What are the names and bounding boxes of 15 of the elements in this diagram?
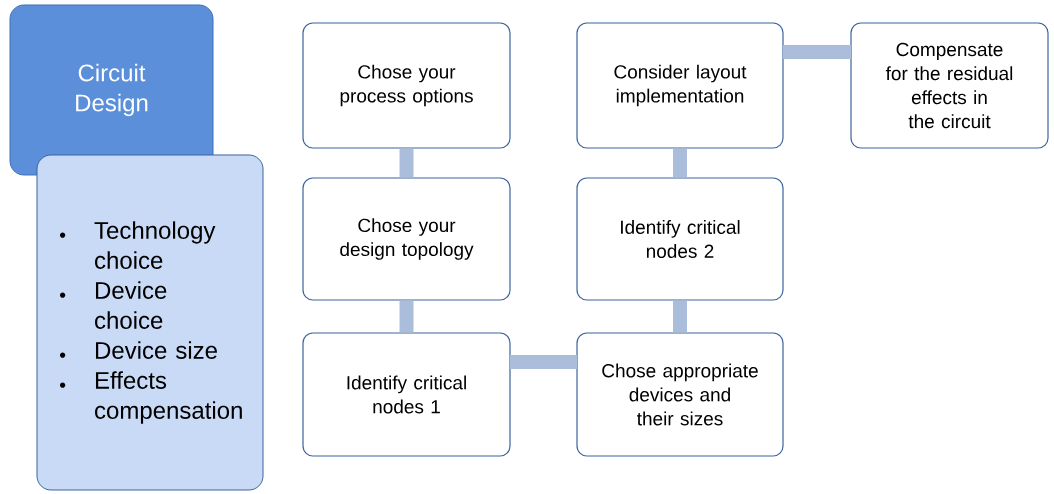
- connector-bar: [783, 45, 851, 59]
- connector-bar: [673, 300, 687, 333]
- process-box: Chose appropriate devices and their sizes: [576, 332, 784, 457]
- process-box: Identify critical nodes 1: [302, 332, 511, 457]
- process-box: Chose your design topology: [302, 177, 511, 301]
- connector-bar: [399, 148, 414, 178]
- bullet-list-box: Technology choice Device choice Device size Effects compensation: [36, 154, 264, 491]
- process-box: Chose your process options: [302, 22, 511, 149]
- process-box: Consider layout implementation: [576, 22, 784, 149]
- connector-bar: [399, 300, 414, 333]
- connector-bar: [673, 148, 687, 178]
- title-box: Circuit Design: [9, 4, 214, 176]
- process-box: Compensate for the residual effects in the circuit: [850, 22, 1049, 149]
- connector-bar: [510, 355, 577, 369]
- process-box: Identify critical nodes 2: [576, 177, 784, 301]
